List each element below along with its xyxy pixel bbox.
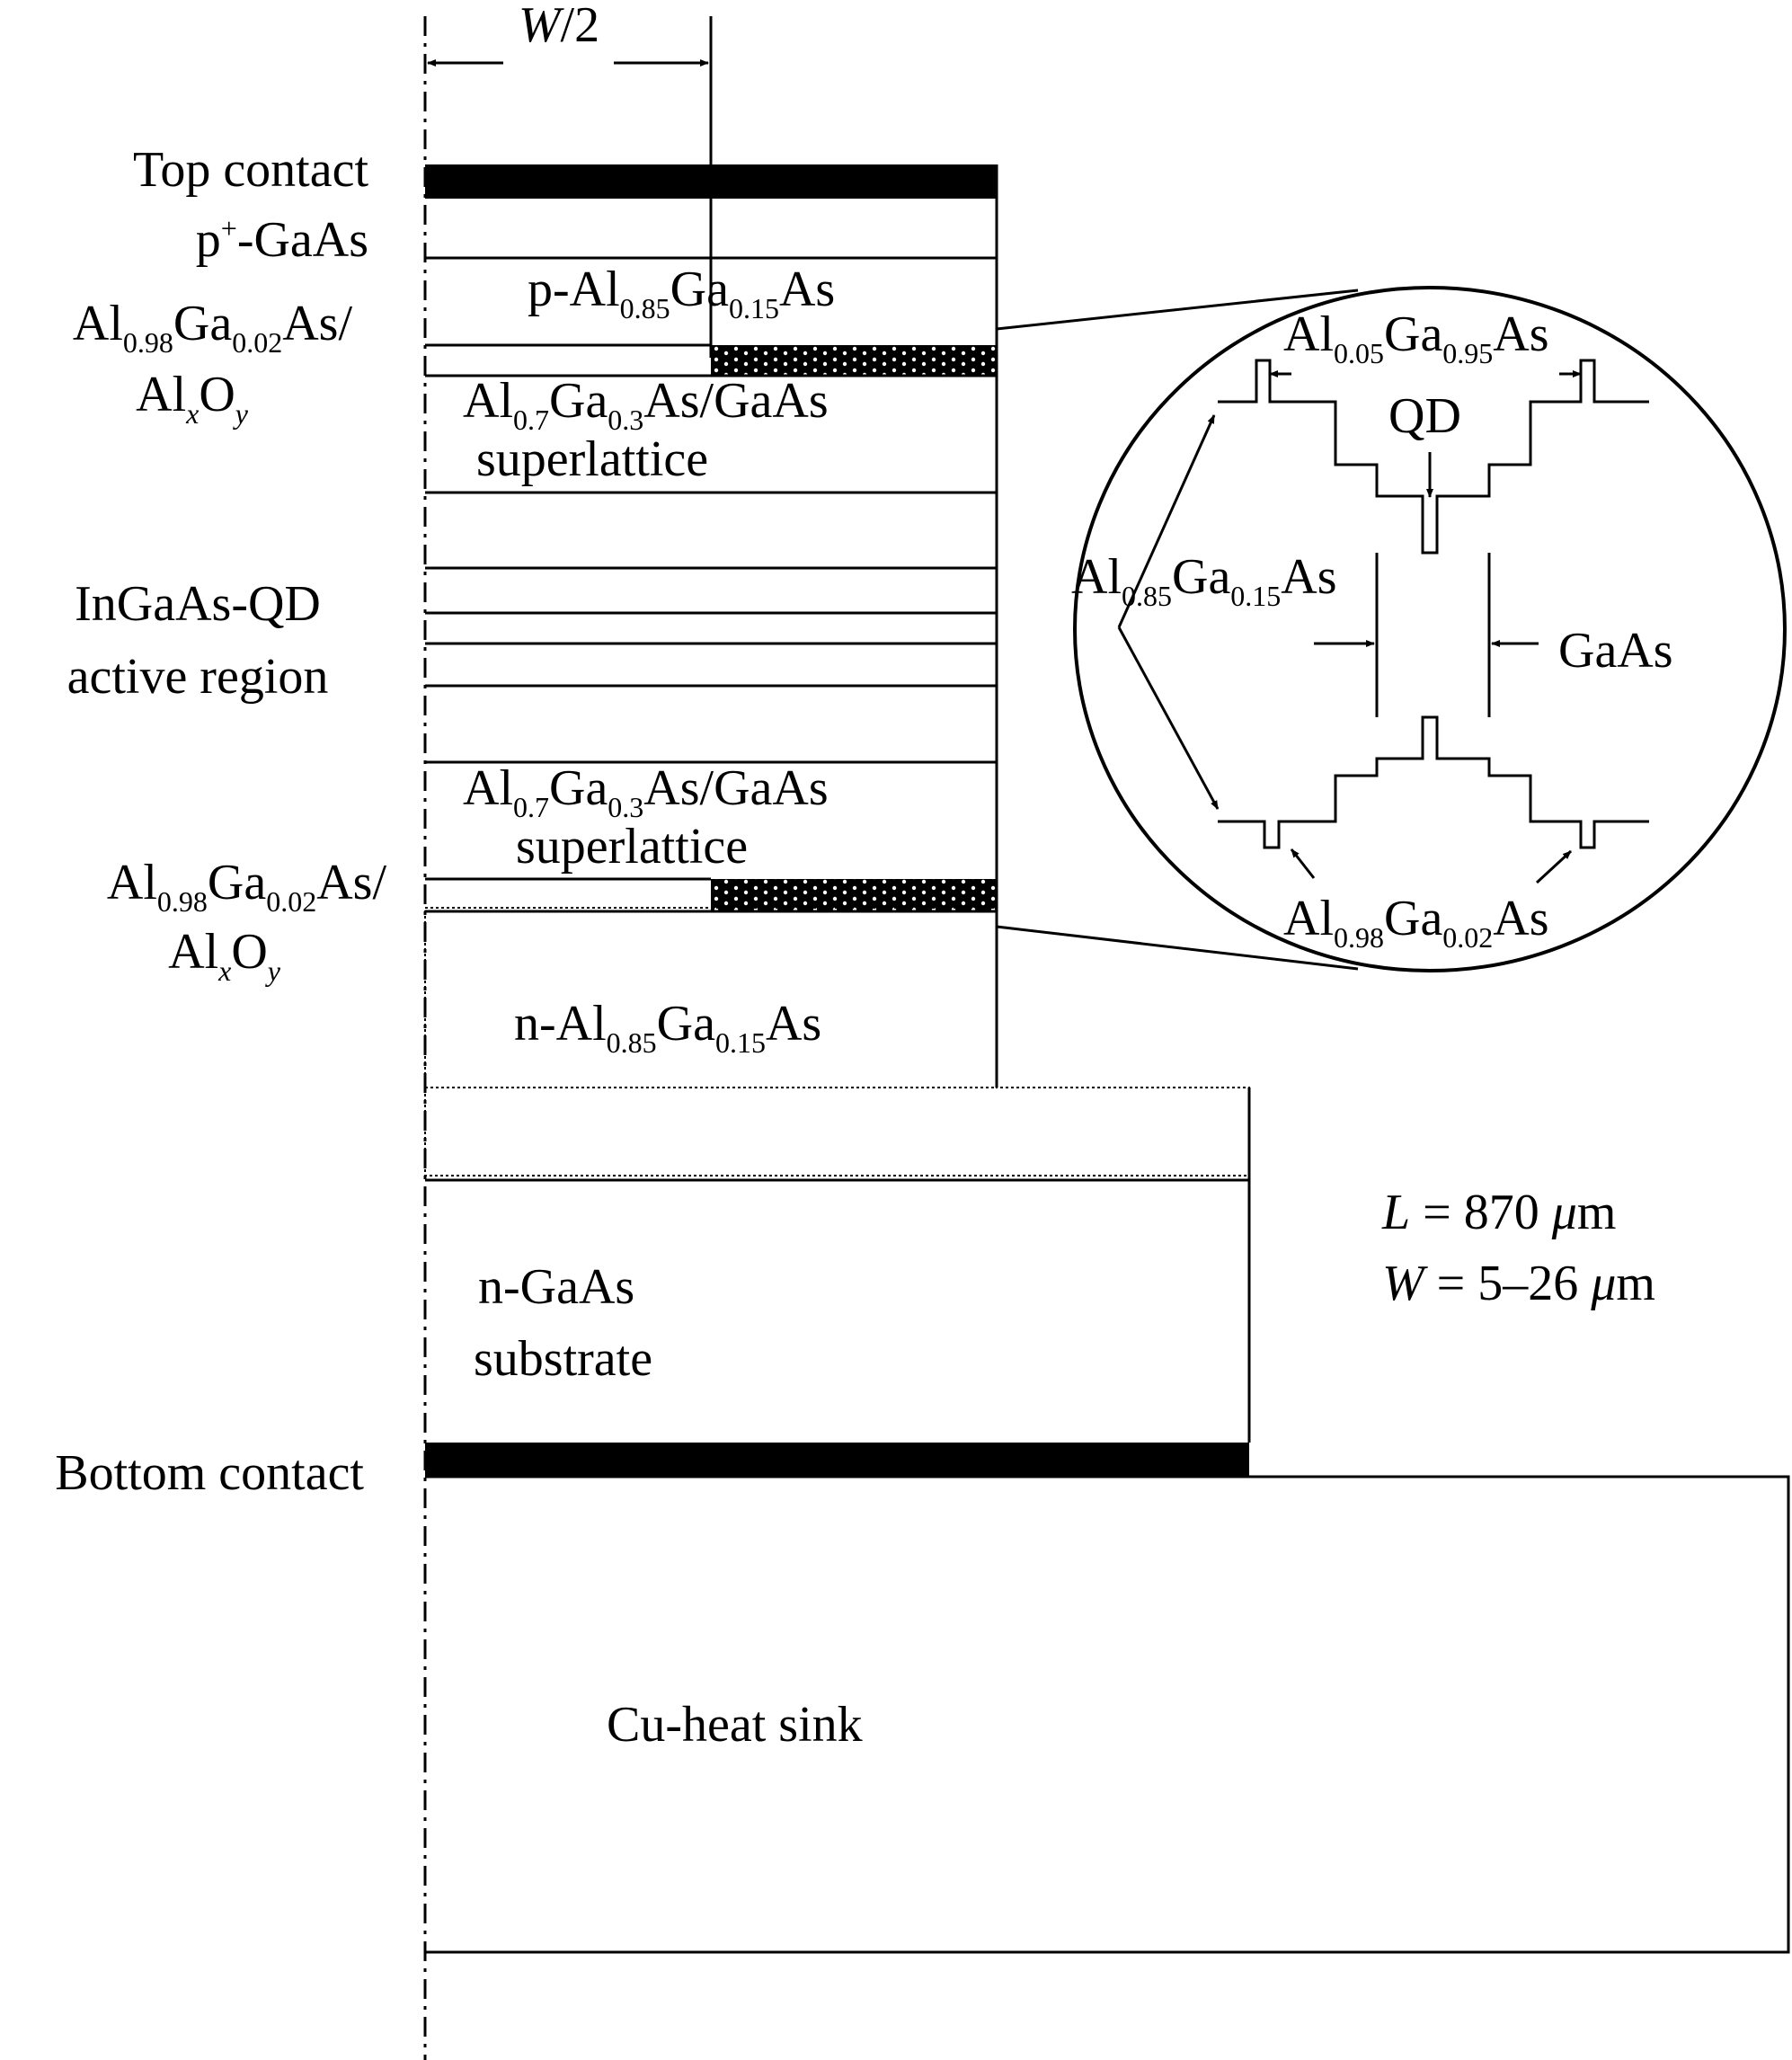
layer-p-algaas: p-Al0.85Ga0.15As [528, 262, 835, 324]
oxide-layer-top [711, 345, 997, 376]
layer-substrate-2: substrate [474, 1331, 652, 1387]
inset-label-qd: QD [1388, 388, 1461, 444]
param-length: L = 870 μm [1381, 1185, 1616, 1240]
band-profile-top [1218, 359, 1649, 555]
inset-label-al098: Al0.98Ga0.02As [1283, 891, 1549, 954]
label-p-plus-gaas: p+-GaAs [196, 212, 368, 268]
band-profile-bottom [1218, 715, 1649, 849]
oxide-layer-bottom [711, 879, 997, 911]
inset-connector-bottom [996, 925, 1359, 971]
layer-superlattice-top-1: Al0.7Ga0.3As/GaAs [463, 373, 829, 436]
param-width: W = 5–26 μm [1382, 1256, 1655, 1311]
cu-heat-sink [425, 1475, 1790, 1954]
layer-n-algaas: n-Al0.85Ga0.15As [514, 996, 821, 1059]
inset-label-al085: Al0.85Ga0.15As [1071, 549, 1337, 612]
inset-arrows [1117, 370, 1582, 884]
inset-label-al005: Al0.05Ga0.95As [1283, 306, 1549, 369]
layer-superlattice-bottom-1: Al0.7Ga0.3As/GaAs [463, 760, 829, 823]
layer-superlattice-bottom-2: superlattice [516, 819, 748, 875]
bottom-contact [425, 1443, 1249, 1477]
label-alxoy-top: AlxOy [136, 367, 249, 430]
w-half-label: W/2 [519, 0, 599, 53]
layer-substrate-1: n-GaAs [478, 1259, 634, 1315]
ridge-layers [425, 164, 998, 1088]
inset-circle [1073, 286, 1787, 972]
layer-heat-sink: Cu-heat sink [607, 1697, 863, 1753]
inset-connector-top [996, 289, 1359, 331]
label-al098-bottom: Al0.98Ga0.02As/ [107, 855, 387, 918]
label-active-region-1: InGaAs-QD [75, 576, 321, 632]
label-al098-top: Al0.98Ga0.02As/ [73, 296, 353, 359]
top-contact [425, 164, 997, 199]
label-bottom-contact: Bottom contact [55, 1445, 364, 1501]
layer-superlattice-top-2: superlattice [476, 431, 708, 487]
label-active-region-2: active region [67, 649, 329, 705]
label-top-contact: Top contact [133, 142, 368, 198]
inset-label-gaas: GaAs [1558, 623, 1673, 679]
label-alxoy-bottom: AlxOy [168, 924, 281, 987]
